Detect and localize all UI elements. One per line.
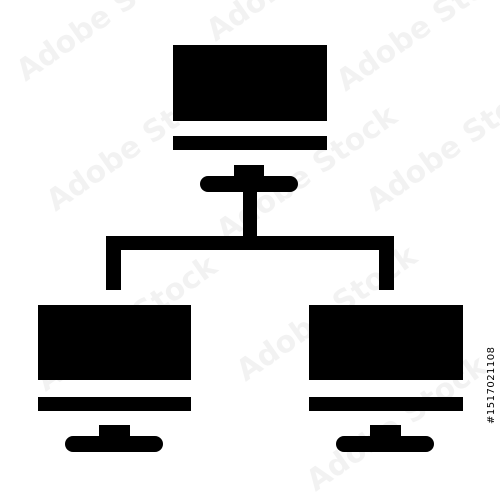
connector-left-drop [106,236,121,290]
connector-crossbar [106,236,394,250]
top-monitor-base-bar [173,136,327,150]
connector-right-drop [379,236,394,290]
connector-trunk [243,191,257,238]
top-stand-neck [234,165,264,177]
left-monitor-base-bar [38,397,191,411]
right-monitor-screen [309,305,463,380]
right-computer-icon [309,305,463,452]
network-connector-lines [106,191,394,290]
stock-image-id: #1517021108 [486,346,497,424]
right-stand-foot [336,436,434,452]
left-computer-icon [38,305,191,452]
top-computer-icon [173,45,327,192]
right-monitor-base-bar [309,397,463,411]
left-stand-foot [65,436,163,452]
right-stand-neck [370,425,401,437]
top-stand-foot [200,176,298,192]
left-monitor-screen [38,305,191,380]
left-stand-neck [99,425,130,437]
top-monitor-screen [173,45,327,121]
